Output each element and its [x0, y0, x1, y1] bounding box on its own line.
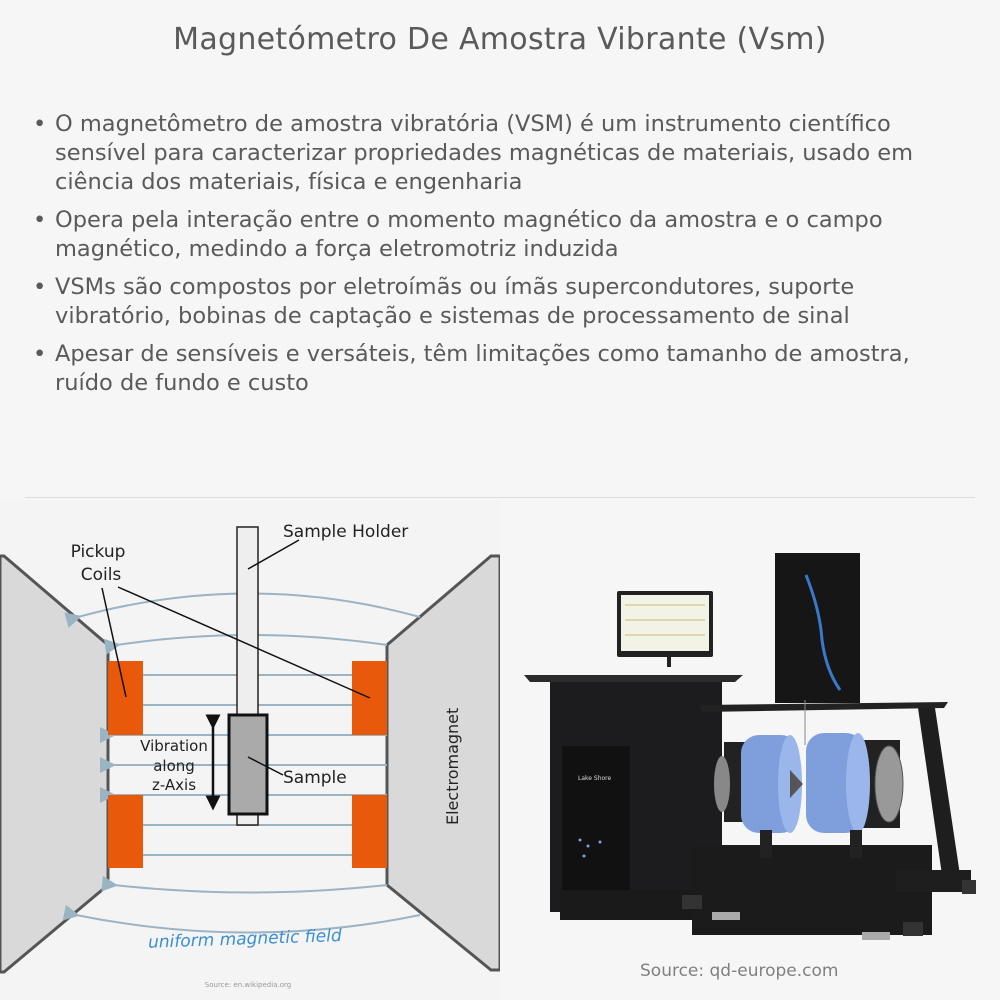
bullet-item: •VSMs são compostos por eletroímãs ou ím…: [33, 274, 855, 329]
bullet-item: •Opera pela interação entre o momento ma…: [33, 207, 883, 262]
bullet-icon: •: [33, 341, 47, 367]
label-z-axis: z-Axis: [152, 776, 196, 794]
label-coils: Coils: [81, 565, 122, 585]
bullet-item: •Apesar de sensíveis e versáteis, têm li…: [33, 341, 910, 396]
pickup-coil: [108, 795, 143, 868]
label-vibration: Vibration: [140, 737, 208, 755]
divider: [25, 497, 975, 498]
brand-logo: Lake Shore: [578, 775, 611, 782]
label-sample-holder: Sample Holder: [283, 522, 408, 542]
sample: [227, 713, 269, 816]
bullet-icon: •: [33, 111, 47, 137]
bullet-item: •O magnetômetro de amostra vibratória (V…: [33, 111, 913, 195]
label-pickup: Pickup: [71, 542, 126, 562]
label-sample: Sample: [283, 768, 347, 788]
bullet-icon: •: [33, 207, 47, 233]
pickup-coil: [108, 661, 143, 735]
diagram-source: Source: en.wikipedia.org: [205, 981, 291, 989]
label-electromagnet: Electromagnet: [443, 708, 462, 825]
bullet-icon: •: [33, 274, 47, 300]
page-title: Magnetómetro De Amostra Vibrante (Vsm): [173, 22, 827, 57]
photo-source: Source: qd-europe.com: [640, 961, 839, 981]
bullet-list: •O magnetômetro de amostra vibratória (V…: [33, 110, 973, 407]
label-along: along: [153, 757, 195, 775]
vsm-photo: Lake Shore: [524, 553, 976, 940]
vsm-diagram: Sample Holder Pickup Coils Vibration alo…: [0, 500, 500, 1000]
pickup-coil: [352, 795, 387, 868]
